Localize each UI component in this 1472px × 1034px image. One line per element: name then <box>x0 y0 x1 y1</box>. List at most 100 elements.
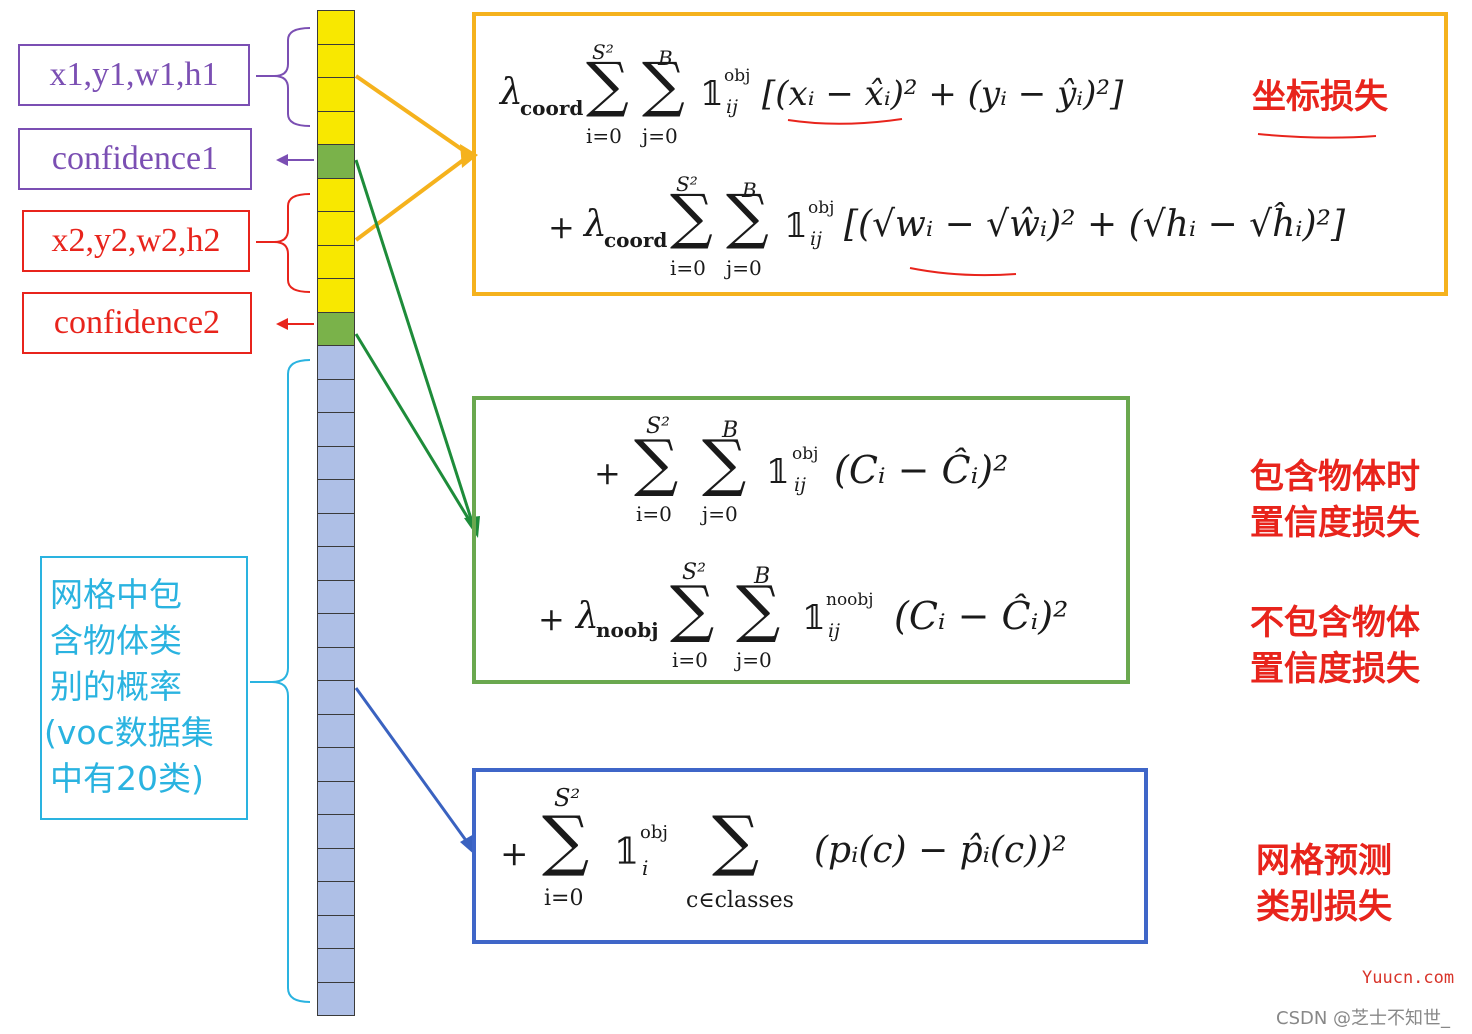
class-prob-cell <box>317 345 355 380</box>
class-prob-cell <box>317 646 355 681</box>
indicator-sub: ij <box>828 620 840 642</box>
sum-lower: c∈classes <box>686 888 794 913</box>
sum-lower: j=0 <box>736 648 772 672</box>
formula-conf-noobj: + λ noobj S² ∑ i=0 B ∑ j=0 𝟙 noobj ij (C… <box>538 556 1118 676</box>
label-confidence1: confidence1 <box>18 128 252 190</box>
sum-lower: i=0 <box>672 648 708 672</box>
box-coord-cell <box>317 10 355 45</box>
box-coord-cell <box>317 278 355 313</box>
label-box1: x1,y1,w1,h1 <box>18 44 250 106</box>
indicator-symbol: 𝟙 <box>700 74 724 114</box>
box-coord-cell <box>317 110 355 145</box>
sum-upper: B <box>754 564 771 589</box>
sum-lower: j=0 <box>726 256 762 280</box>
class-prob-cell <box>317 981 355 1016</box>
indicator-symbol: 𝟙 <box>784 206 808 246</box>
arrow-coord2 <box>354 153 472 242</box>
sum-lower: i=0 <box>586 124 622 148</box>
sum-upper: S² <box>682 560 706 585</box>
indicator-sup: noobj <box>826 590 874 610</box>
watermark-author: CSDN @芝士不知世_ <box>1276 1008 1451 1029</box>
sum-lower: j=0 <box>642 124 678 148</box>
arrow-conf1-head <box>276 154 288 166</box>
plus-sign: + <box>538 600 565 638</box>
note-noobj-conf-loss: 不包含物体 置信度损失 <box>1250 600 1420 692</box>
class-prob-cell <box>317 814 355 849</box>
class-prob-cell <box>317 412 355 447</box>
sum-sign: ∑ <box>542 802 590 879</box>
class-loss-box <box>472 768 1148 944</box>
sum-upper: S² <box>676 172 698 196</box>
label-box2: x2,y2,w2,h2 <box>22 210 250 272</box>
plus-sign: + <box>548 208 575 246</box>
sum-lower: i=0 <box>670 256 706 280</box>
sum-sign: ∑ <box>670 572 715 645</box>
noobj-subscript: noobj <box>596 618 659 642</box>
class-prob-line: (voc数据集 <box>44 713 214 752</box>
class-prob-cell <box>317 479 355 514</box>
indicator-sub: i <box>642 856 649 880</box>
plus-sign: + <box>500 834 529 874</box>
formula-class: + S² ∑ i=0 𝟙 obj i ∑ c∈classes (pᵢ(c) − … <box>500 784 1120 924</box>
indicator-sup: obj <box>724 66 751 86</box>
coord-xy-terms: [(xᵢ − x̂ᵢ)² + (yᵢ − ŷᵢ)²] <box>762 74 1124 114</box>
note-class-loss: 网格预测 类别损失 <box>1256 838 1392 930</box>
note-line: 类别损失 <box>1256 887 1392 927</box>
formula-coord-xy: λ coord S² ∑ i=0 B ∑ j=0 𝟙 obj ij [(xᵢ −… <box>500 40 1160 150</box>
sum-sign: ∑ <box>712 802 760 879</box>
class-prob-cell <box>317 546 355 581</box>
box-coord-cell <box>317 211 355 246</box>
conf-noobj-terms: (Cᵢ − Ĉᵢ)² <box>894 594 1069 638</box>
class-terms: (pᵢ(c) − p̂ᵢ(c))² <box>814 830 1067 871</box>
note-line: 网格预测 <box>1256 841 1392 881</box>
sum-lower: i=0 <box>544 886 584 911</box>
class-prob-line: 别的概率 <box>50 667 182 706</box>
box-coord-cell <box>317 177 355 212</box>
plus-sign: + <box>594 454 621 492</box>
note-line: 包含物体时 <box>1250 457 1420 497</box>
class-prob-cell <box>317 378 355 413</box>
class-prob-line: 中有20类) <box>50 759 204 798</box>
label-class-prob: 网格中包 含物体类 别的概率 (voc数据集 中有20类) <box>40 556 248 820</box>
indicator-sup: obj <box>808 198 835 218</box>
note-obj-conf-loss: 包含物体时 置信度损失 <box>1250 454 1420 546</box>
arrow-coord1 <box>354 74 472 157</box>
underline-w <box>909 267 1017 277</box>
sum-sign: ∑ <box>702 426 747 499</box>
sum-lower: i=0 <box>636 502 672 526</box>
bracket-box1 <box>273 27 311 127</box>
class-prob-cell <box>317 881 355 916</box>
sum-sign: ∑ <box>726 182 769 252</box>
sum-sign: ∑ <box>670 182 713 252</box>
sum-upper: B <box>742 178 757 202</box>
arrow-class <box>354 687 472 847</box>
label-confidence2: confidence2 <box>22 292 252 354</box>
indicator-symbol: 𝟙 <box>802 598 826 638</box>
coord-subscript: coord <box>520 96 584 120</box>
note-line: 不包含物体 <box>1250 603 1420 643</box>
box-coord-cell <box>317 43 355 78</box>
sum-sign: ∑ <box>634 426 679 499</box>
conf-obj-terms: (Cᵢ − Ĉᵢ)² <box>834 448 1009 492</box>
underline-coord <box>1257 133 1377 139</box>
note-coord-loss: 坐标损失 <box>1252 77 1388 117</box>
class-prob-cell <box>317 579 355 614</box>
indicator-sub: ij <box>726 96 738 118</box>
bracket-box2 <box>273 193 311 293</box>
lambda-symbol: λ <box>584 204 607 245</box>
box-coord-cell <box>317 244 355 279</box>
note-line: 置信度损失 <box>1250 503 1420 543</box>
note-line: 置信度损失 <box>1250 649 1420 689</box>
indicator-sup: obj <box>792 444 819 464</box>
coord-subscript: coord <box>604 228 668 252</box>
indicator-sub: ij <box>794 474 806 496</box>
sum-upper: S² <box>592 40 614 64</box>
sum-upper: B <box>722 418 739 443</box>
lambda-symbol: λ <box>576 596 599 637</box>
watermark-site: Yuucn.com <box>1362 968 1455 988</box>
coord-loss-box <box>472 12 1448 296</box>
indicator-symbol: 𝟙 <box>614 832 640 873</box>
arrow-conf-obj1 <box>354 159 476 529</box>
indicator-sup: obj <box>640 822 668 843</box>
confidence-cell <box>317 311 355 346</box>
